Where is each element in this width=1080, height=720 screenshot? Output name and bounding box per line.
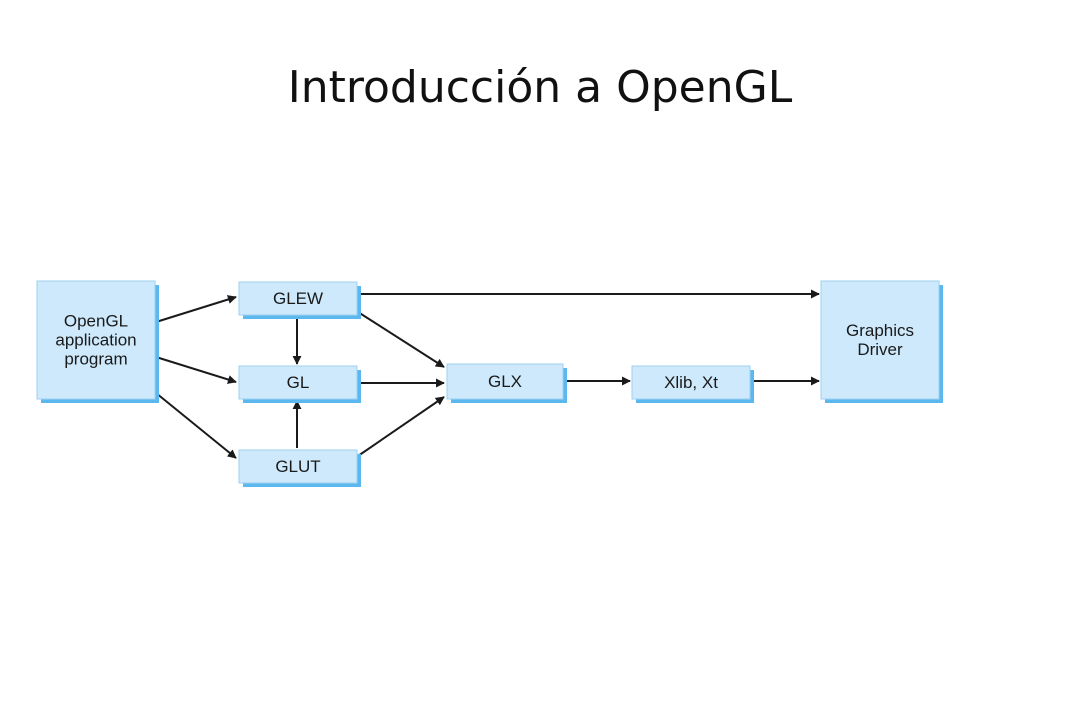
arrow-app-to-glew — [155, 295, 237, 323]
node-glut: GLUT — [238, 449, 361, 487]
edges-layer — [155, 289, 820, 459]
node-glx: GLX — [446, 363, 567, 403]
arrow-app-to-glut — [155, 392, 237, 459]
node-app-box — [36, 280, 156, 400]
node-driver-label-2: Driver — [857, 340, 903, 359]
node-gl: GL — [238, 365, 361, 403]
node-glut-label-1: GLUT — [275, 457, 320, 476]
arrow-glew-to-glx — [357, 311, 445, 368]
node-driver-box — [820, 280, 940, 400]
node-xlib-label-1: Xlib, Xt — [664, 373, 718, 392]
node-driver-label-1: Graphics — [846, 321, 914, 340]
slide-title: Introducción a OpenGL — [287, 62, 793, 113]
node-app-label-2: application — [55, 331, 136, 350]
arrow-glut-to-glx — [357, 396, 445, 457]
node-glew-box — [238, 281, 358, 316]
node-glew: GLEW — [238, 281, 361, 319]
node-gl-label-1: GL — [287, 373, 310, 392]
node-glx-label-1: GLX — [488, 372, 522, 391]
node-glx-box — [446, 363, 564, 400]
arrow-app-to-gl — [155, 356, 237, 384]
node-glut-box — [238, 449, 358, 484]
node-xlib-box — [631, 365, 751, 400]
node-app-label-3: program — [64, 350, 127, 369]
node-gl-box — [238, 365, 358, 400]
node-app-label-1: OpenGL — [64, 312, 128, 331]
node-xlib: Xlib, Xt — [631, 365, 754, 403]
node-glew-label-1: GLEW — [273, 289, 323, 308]
